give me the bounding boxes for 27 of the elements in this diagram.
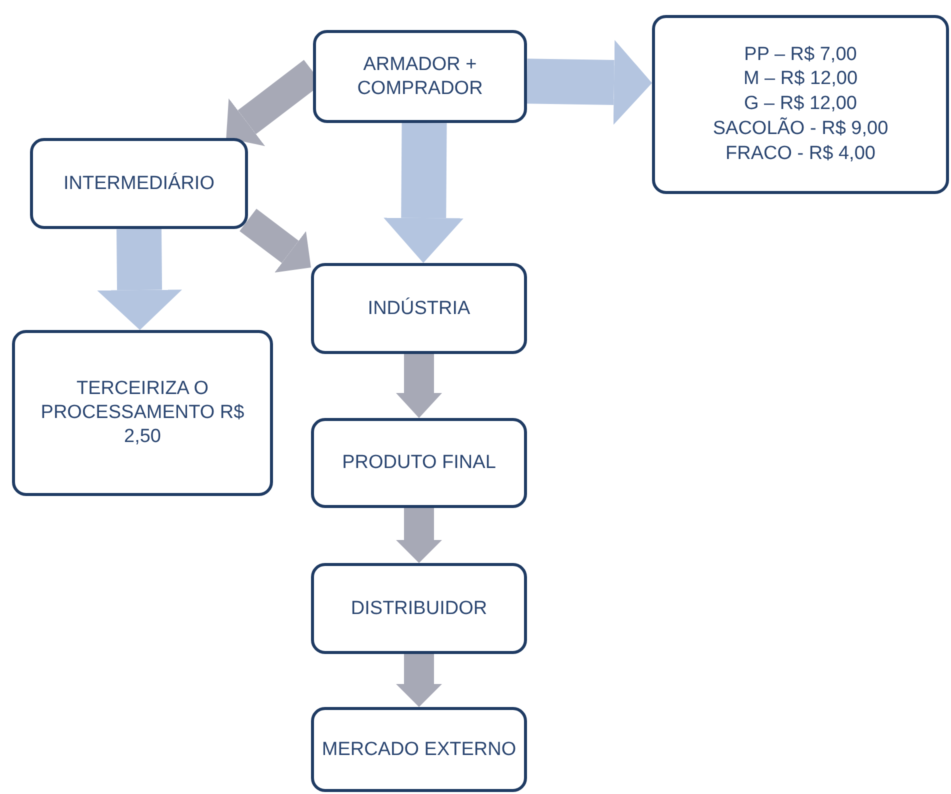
block-arrow (526, 40, 652, 125)
process-box (313, 30, 527, 123)
process-box (311, 418, 527, 508)
box-label: M – R$ 12,00 (743, 67, 858, 92)
block-arrow (396, 654, 442, 707)
process-box (311, 563, 527, 654)
process-box (311, 707, 527, 792)
process-box (652, 15, 949, 194)
process-box (311, 263, 527, 354)
box-label: FRACO - R$ 4,00 (726, 142, 876, 166)
box-label: INDÚSTRIA (368, 296, 470, 320)
box-label: PP – R$ 7,00 (744, 42, 857, 67)
block-arrow (240, 208, 311, 273)
box-label: ARMADOR + COMPRADOR (356, 52, 484, 100)
box-label: G – R$ 12,00 (744, 92, 858, 116)
block-arrow (396, 508, 442, 563)
block-arrow (396, 354, 442, 418)
block-arrow (384, 122, 464, 263)
box-label: DISTRIBUIDOR (350, 596, 488, 620)
process-box (12, 330, 273, 496)
box-label: INTERMEDIÁRIO (64, 172, 214, 196)
box-label: TERCEIRIZA O PROCESSAMENTO R$ 2,50 (40, 377, 246, 449)
block-arrow (97, 228, 182, 330)
box-label: MERCADO EXTERNO (322, 738, 516, 762)
box-label: SACOLÃO - R$ 9,00 (712, 116, 888, 141)
box-label: PRODUTO FINAL (342, 451, 496, 475)
process-box (30, 138, 248, 229)
